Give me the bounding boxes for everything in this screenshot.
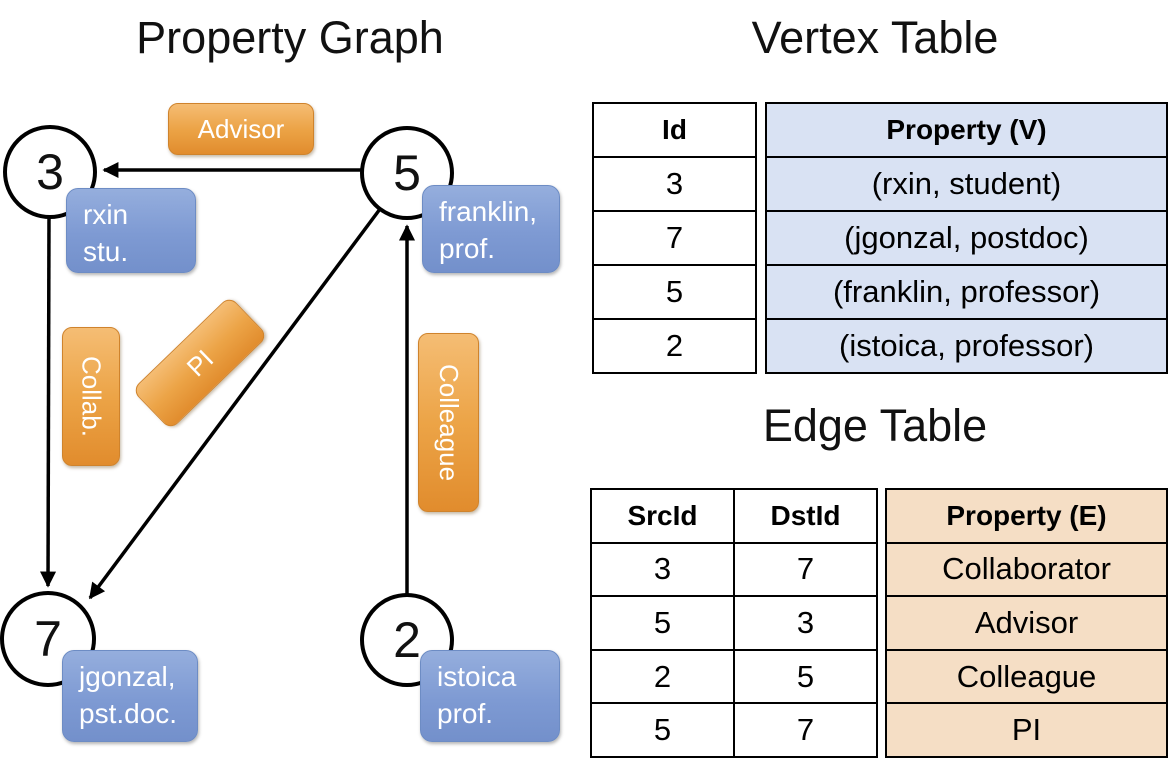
edge-property-table: Property (E) Collaborator Advisor Collea…: [885, 488, 1168, 758]
node-label-line: prof.: [439, 232, 496, 264]
vertex-id-cell: 5: [665, 274, 684, 309]
node-id-5: 5: [393, 145, 421, 201]
property-graph-title: Property Graph: [136, 12, 444, 63]
table-row: PI: [887, 702, 1166, 756]
table-row: Collaborator: [887, 541, 1166, 596]
vertex-table-title: Vertex Table: [751, 12, 999, 63]
edge-dst-cell: 5: [796, 658, 815, 694]
vertex-property-cell: (rxin, student): [871, 166, 1062, 201]
vertex-id-header-row: Id: [594, 104, 755, 156]
edge-property-cell: Colleague: [956, 658, 1097, 694]
vertex-property-header-row: Property (V): [767, 104, 1166, 156]
table-row: Advisor: [887, 595, 1166, 649]
node-label-line: pst.doc.: [79, 697, 178, 729]
edge-src-cell: 2: [592, 650, 735, 703]
edge-dst-cell: 7: [796, 551, 815, 587]
node-label-line: rxin: [83, 199, 129, 230]
table-row: (istoica, professor): [767, 318, 1166, 372]
table-row: 2: [594, 318, 755, 372]
edge-src-dst-table: SrcId DstId 3 7 5 3 2 5 5 7: [590, 488, 878, 758]
edge-src-cell: 3: [592, 543, 735, 596]
node-label-rxin: rxin stu.: [66, 188, 196, 273]
table-row: 7: [594, 210, 755, 264]
edge-dst-header: DstId: [770, 499, 841, 531]
table-row: 3: [594, 156, 755, 210]
edge-table-title: Edge Table: [762, 400, 988, 451]
edge-label-advisor: Advisor: [168, 103, 314, 155]
edge-property-cell: Advisor: [974, 604, 1079, 640]
edge-dst-cell: 7: [796, 712, 815, 748]
node-label-istoica: istoica prof.: [420, 650, 560, 742]
vertex-id-cell: 3: [665, 166, 684, 201]
vertex-id-header: Id: [662, 114, 687, 145]
edge-src-dst-header-row: SrcId DstId: [592, 490, 876, 542]
node-label-line: franklin,: [439, 196, 538, 227]
node-label-jgonzal: jgonzal, pst.doc.: [62, 650, 198, 742]
table-row: (jgonzal, postdoc): [767, 210, 1166, 264]
vertex-property-cell: (franklin, professor): [832, 274, 1101, 309]
table-row: Colleague: [887, 648, 1166, 703]
edge-label-colleague: Colleague: [418, 333, 479, 512]
edge-dst-cell: 3: [796, 604, 815, 640]
node-label-line: prof.: [437, 697, 494, 729]
table-row: (rxin, student): [767, 156, 1166, 210]
edge-property-cell: Collaborator: [942, 551, 1111, 587]
node-id-2: 2: [393, 612, 421, 668]
vertex-id-cell: 7: [665, 220, 684, 255]
table-row: 5 3: [592, 595, 876, 649]
edge-property-cell: PI: [1011, 712, 1042, 748]
node-label-line: stu.: [83, 235, 129, 267]
vertex-property-cell: (jgonzal, postdoc): [844, 220, 1089, 255]
table-row: (franklin, professor): [767, 264, 1166, 318]
node-label-line: istoica: [437, 661, 517, 692]
edge-arrow-3-to-7: [40, 215, 57, 588]
edge-label-collab: Collab.: [62, 327, 120, 466]
edge-arrow-5-to-7: [88, 207, 382, 600]
table-row: 3 7: [592, 541, 876, 596]
node-id-3: 3: [36, 144, 64, 200]
vertex-id-table: Id 3 7 5 2: [592, 102, 757, 374]
table-row: 5 7: [592, 702, 876, 756]
node-label-franklin: franklin, prof.: [422, 185, 560, 273]
edge-property-header: Property (E): [946, 499, 1107, 531]
vertex-property-header: Property (V): [886, 114, 1047, 145]
table-row: 5: [594, 264, 755, 318]
table-row: 2 5: [592, 648, 876, 703]
node-id-7: 7: [34, 611, 62, 667]
edge-src-cell: 5: [592, 704, 735, 756]
edge-property-header-row: Property (E): [887, 490, 1166, 542]
edge-src-header: SrcId: [592, 490, 735, 542]
edge-src-cell: 5: [592, 597, 735, 649]
vertex-id-cell: 2: [665, 328, 684, 363]
node-label-line: jgonzal,: [79, 661, 176, 692]
vertex-property-cell: (istoica, professor): [839, 328, 1094, 363]
vertex-property-table: Property (V) (rxin, student) (jgonzal, p…: [765, 102, 1168, 374]
